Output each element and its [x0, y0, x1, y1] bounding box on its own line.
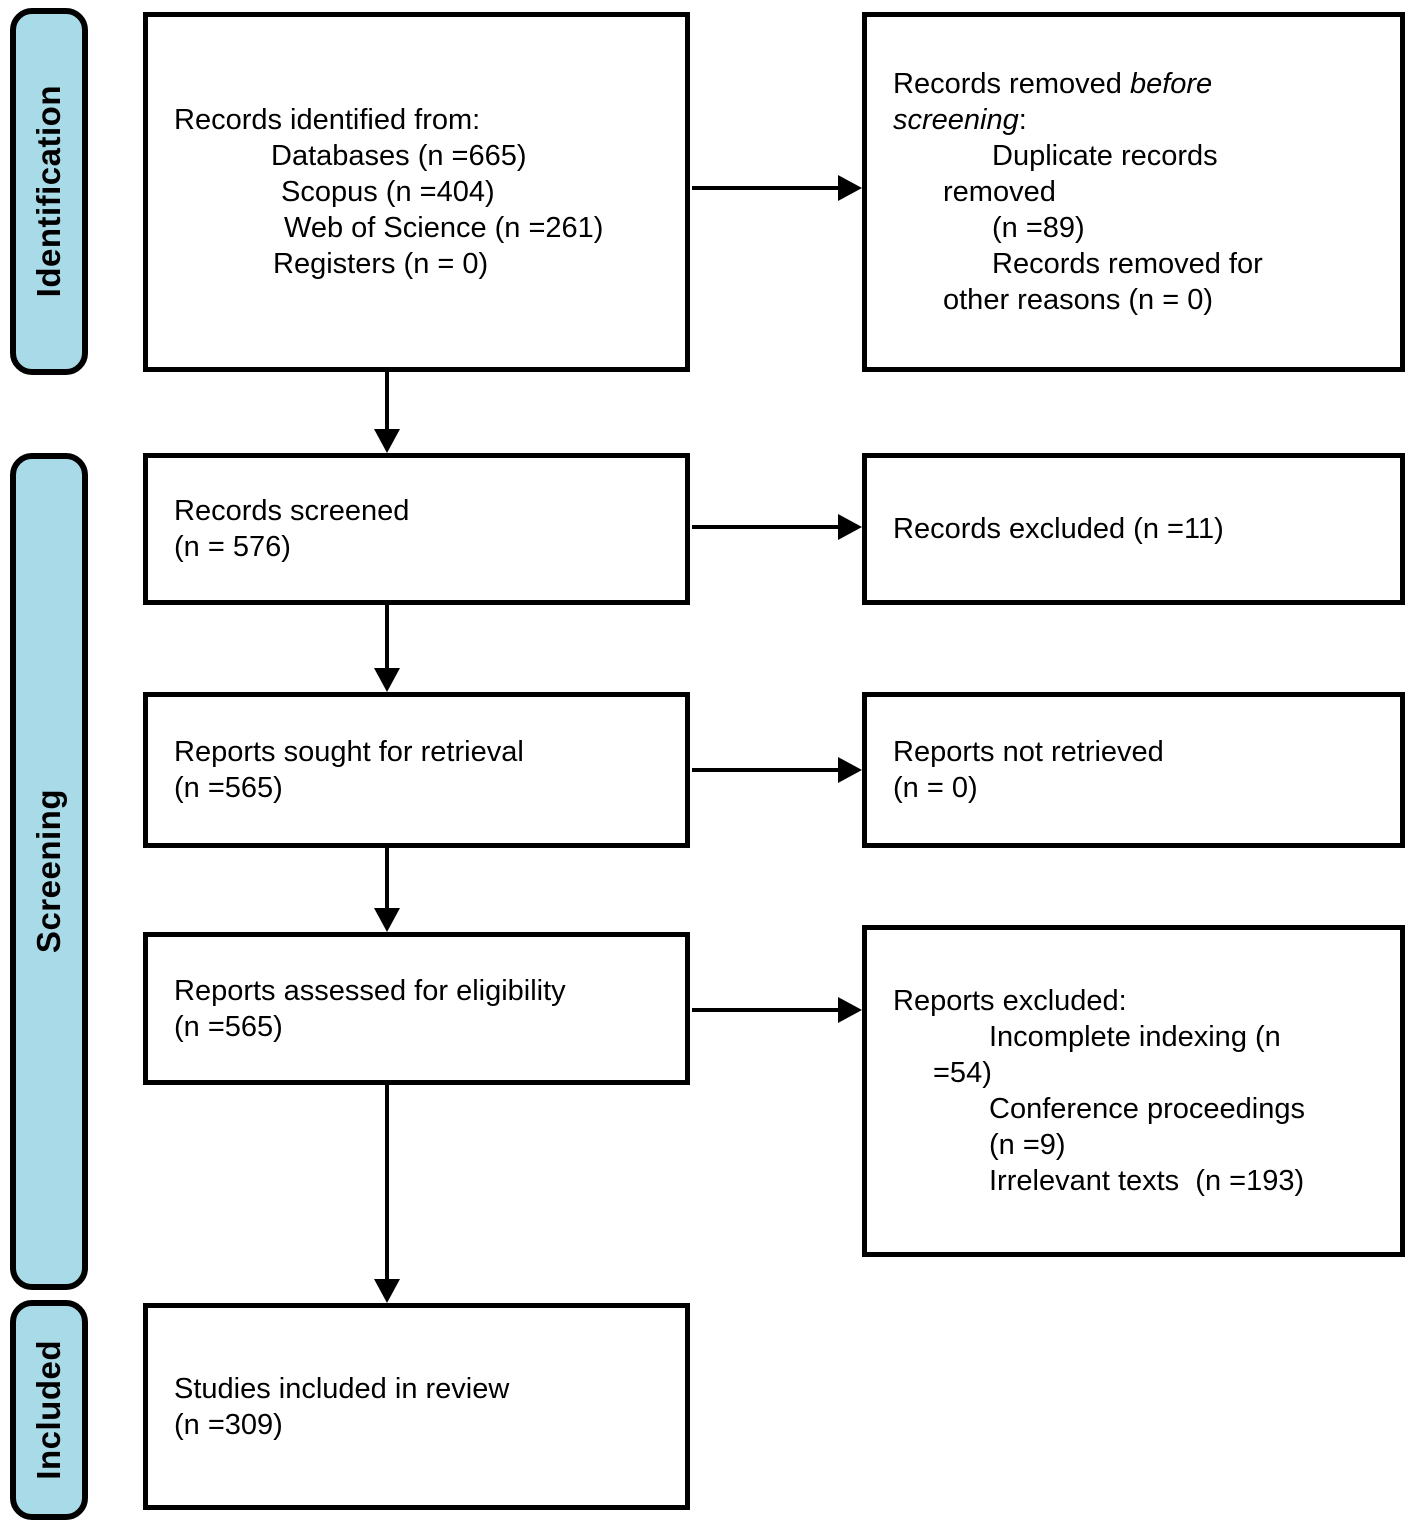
arrow-assessed-to-reportsexcluded-head: [838, 997, 862, 1023]
stage-label-screening: Screening: [10, 453, 88, 1290]
stage-label-included: Included: [10, 1300, 88, 1520]
arrow-screened-to-excluded-head: [838, 514, 862, 540]
records-screened-title: Records screened: [174, 495, 410, 527]
arrow-identified-to-screened-head: [374, 429, 400, 453]
reports-not-retrieved-count: (n = 0): [893, 772, 978, 804]
reports-assessed-count: (n =565): [174, 1010, 283, 1043]
arrow-assessed-to-included-head: [374, 1279, 400, 1303]
records-removed-title-italic2: screening: [893, 104, 1019, 136]
studies-included-count: (n =309): [174, 1408, 283, 1441]
stage-label-screening-text: Screening: [30, 789, 67, 954]
records-removed-title-colon: :: [1018, 104, 1027, 136]
conference-proceedings-line1: Conference proceedings: [989, 1093, 1305, 1125]
arrow-sought-to-assessed-head: [374, 908, 400, 932]
arrow-identified-to-screened-line: [385, 372, 389, 432]
arrow-screened-to-sought-head: [374, 668, 400, 692]
records-removed-title-line1: Records removed before: [893, 66, 1374, 102]
box-reports-assessed: Reports assessed for eligibility (n =565…: [143, 932, 690, 1085]
stage-label-identification-text: Identification: [30, 85, 67, 298]
arrow-screened-to-sought-line: [385, 605, 389, 671]
reports-sought-title: Reports sought for retrieval: [174, 736, 524, 768]
arrow-assessed-to-reportsexcluded-line: [692, 1008, 840, 1012]
records-identified-wos: Web of Science (n =261): [284, 212, 604, 244]
records-removed-title-line2: screening:: [893, 102, 1374, 138]
records-identified-registers: Registers (n = 0): [273, 248, 489, 280]
box-reports-sought: Reports sought for retrieval (n =565): [143, 692, 690, 848]
arrow-assessed-to-included-line: [385, 1085, 389, 1281]
records-identified-title: Records identified from:: [174, 104, 481, 136]
duplicate-records-line1: Duplicate records: [992, 140, 1218, 172]
arrow-sought-to-notretrieved-head: [838, 757, 862, 783]
duplicate-records-line2: removed: [943, 176, 1056, 208]
box-records-excluded: Records excluded (n =11): [862, 453, 1405, 605]
box-records-removed-before-screening: Records removed before screening: Duplic…: [862, 12, 1405, 372]
records-identified-scopus: Scopus (n =404): [281, 176, 495, 208]
other-reasons-line1: Records removed for: [992, 248, 1263, 280]
reports-excluded-title: Reports excluded:: [893, 985, 1127, 1017]
arrow-identified-to-removed-head: [838, 175, 862, 201]
stage-label-included-text: Included: [30, 1340, 67, 1480]
records-screened-count: (n = 576): [174, 531, 291, 563]
reports-assessed-title: Reports assessed for eligibility: [174, 974, 566, 1007]
duplicate-records-count: (n =89): [992, 212, 1085, 244]
arrow-screened-to-excluded-line: [692, 525, 840, 529]
box-studies-included: Studies included in review (n =309): [143, 1303, 690, 1510]
incomplete-indexing-line1: Incomplete indexing (n: [989, 1021, 1281, 1053]
box-reports-excluded: Reports excluded: Incomplete indexing (n…: [862, 925, 1405, 1257]
stage-label-identification: Identification: [10, 8, 88, 375]
arrow-sought-to-assessed-line: [385, 848, 389, 910]
box-records-identified: Records identified from: Databases (n =6…: [143, 12, 690, 372]
reports-sought-count: (n =565): [174, 772, 283, 804]
irrelevant-texts-line: Irrelevant texts (n =193): [989, 1165, 1305, 1197]
other-reasons-line2: other reasons (n = 0): [943, 284, 1214, 316]
records-identified-databases: Databases (n =665): [271, 140, 527, 172]
reports-not-retrieved-title: Reports not retrieved: [893, 736, 1164, 768]
records-removed-title-normal: Records removed: [893, 68, 1130, 100]
box-reports-not-retrieved: Reports not retrieved (n = 0): [862, 692, 1405, 848]
records-removed-title-italic1: before: [1129, 68, 1213, 100]
studies-included-title: Studies included in review: [174, 1372, 510, 1405]
arrow-identified-to-removed-line: [692, 186, 840, 190]
records-excluded-text: Records excluded (n =11): [893, 513, 1224, 545]
box-records-screened: Records screened (n = 576): [143, 453, 690, 605]
arrow-sought-to-notretrieved-line: [692, 768, 840, 772]
conference-proceedings-line2: (n =9): [989, 1129, 1066, 1161]
incomplete-indexing-line2: =54): [933, 1057, 992, 1089]
